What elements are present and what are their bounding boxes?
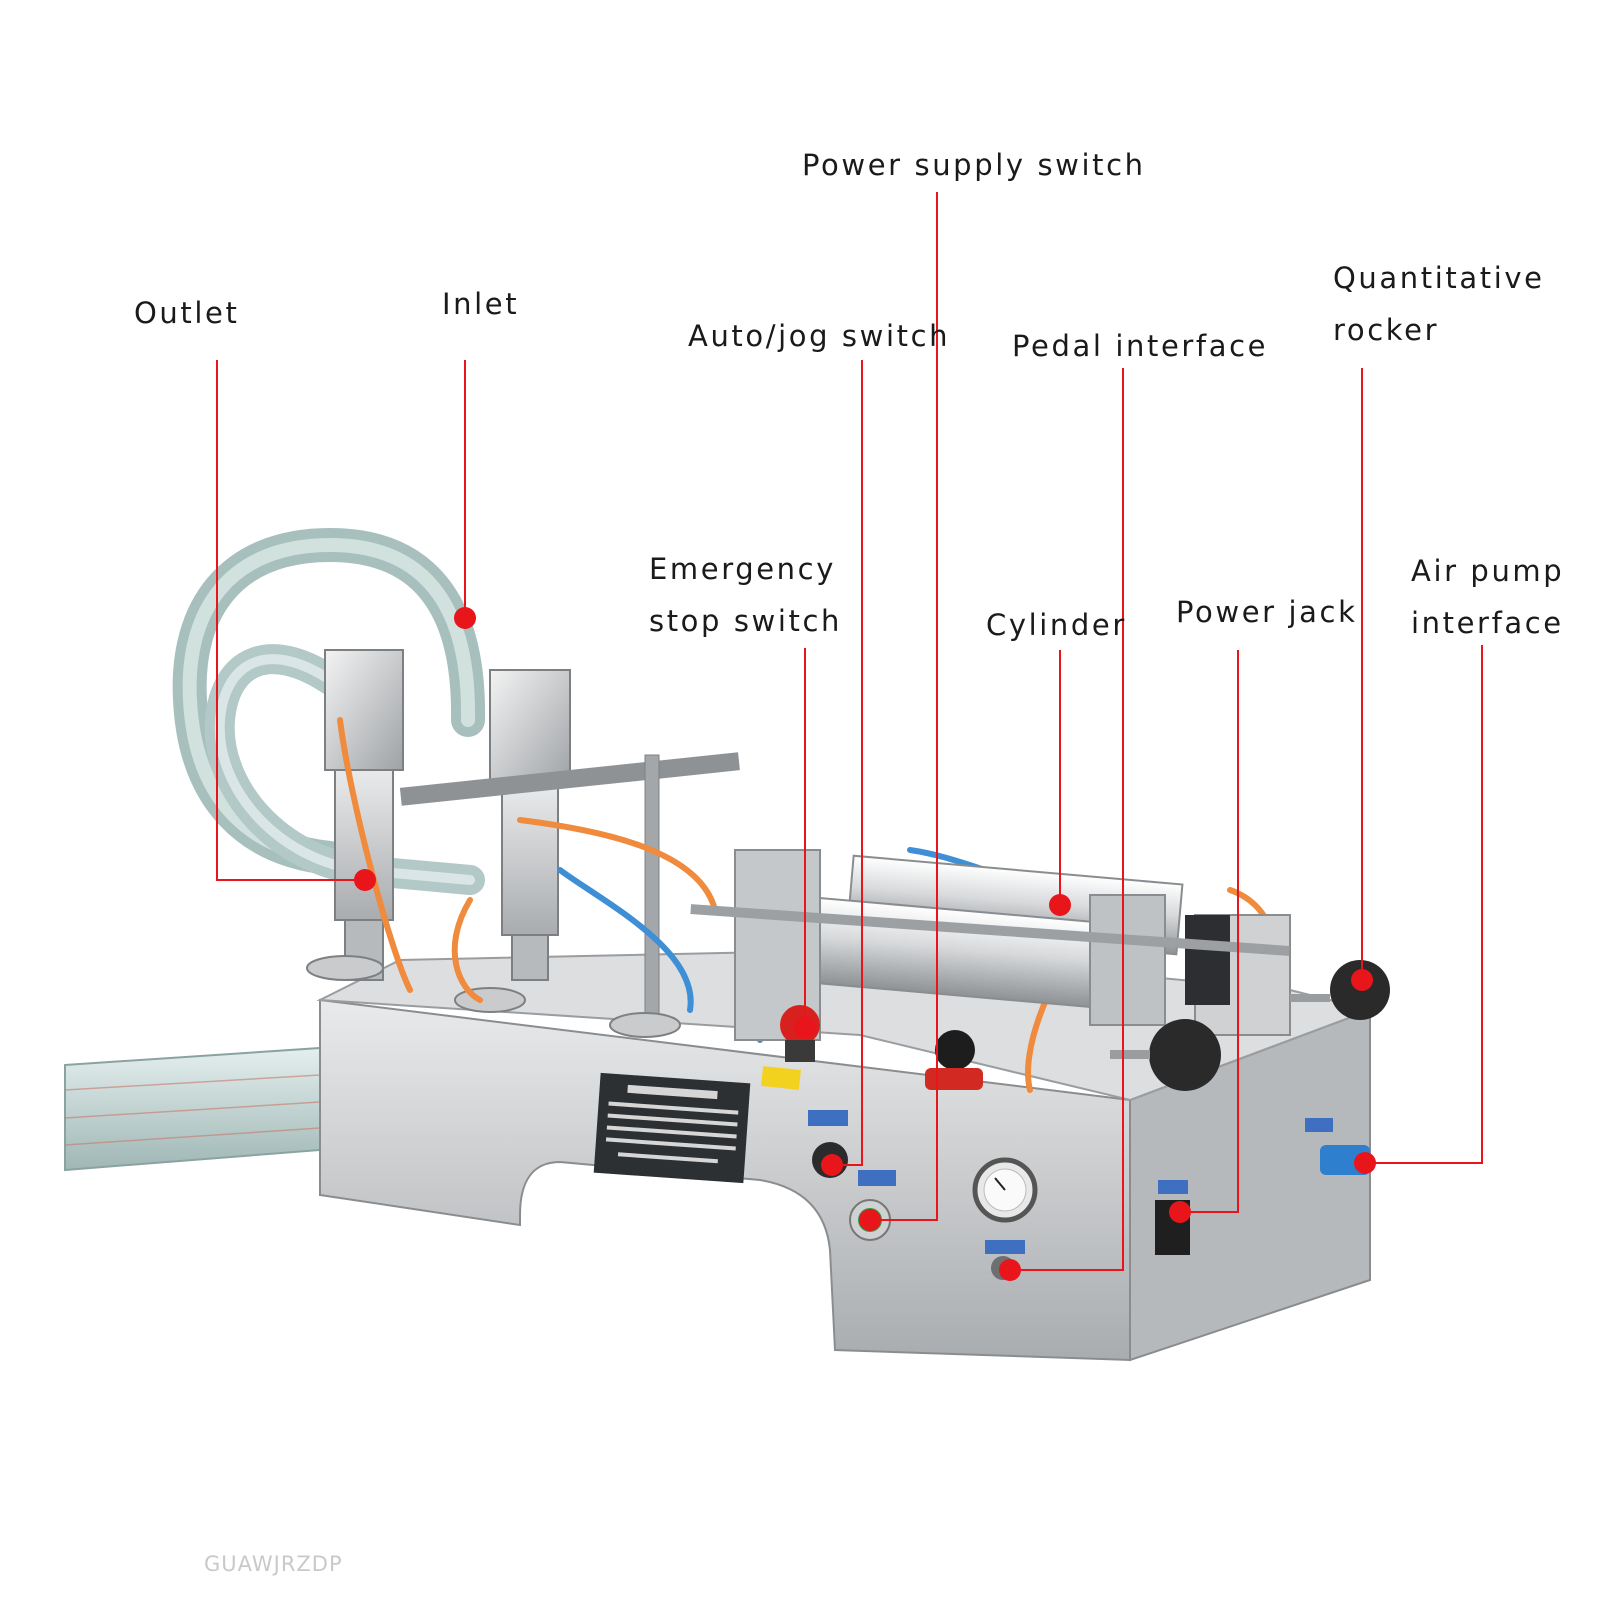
leader-air-pump-interface [1365,645,1483,1164]
label-line: Auto/jog switch [688,319,951,353]
dot-power-jack [1169,1201,1191,1223]
label-air-pump-interface: Air pump interface [1411,545,1564,649]
label-line: Emergency [649,552,836,586]
label-line: interface [1411,606,1564,640]
controls [761,960,1390,1280]
label-line: stop switch [649,604,843,638]
dot-emergency-stop-switch [794,1017,816,1039]
label-line: Air pump [1411,554,1565,588]
callout-dots [354,607,1376,1281]
leader-pedal-interface [1010,368,1124,1271]
label-auto-jog-switch: Auto/jog switch [688,310,950,362]
label-power-jack: Power jack [1176,586,1357,638]
dot-cylinder [1049,894,1071,916]
label-line: Pedal interface [1012,329,1269,363]
suction-hose [64,1046,321,1172]
label-cylinder: Cylinder [986,599,1127,651]
dot-quantitative-rocker [1351,969,1373,991]
label-line: Power supply switch [802,148,1146,182]
leader-power-supply-switch [870,192,938,1221]
coiled-hoses [172,527,486,895]
dot-auto-jog-switch [821,1154,843,1176]
dot-outlet [354,869,376,891]
dot-pedal-interface [999,1259,1021,1281]
label-line: Outlet [134,296,240,330]
label-line: Inlet [442,287,520,321]
dot-power-supply-switch [859,1209,881,1231]
label-quantitative-rocker: Quantitative rocker [1333,252,1545,356]
leader-outlet [216,360,365,881]
label-emergency-stop-switch: Emergency stop switch [649,543,842,647]
label-inlet: Inlet [442,278,519,330]
label-line: rocker [1333,313,1440,347]
leader-auto-jog-switch [832,360,863,1166]
watermark: GUAWJRZDP [204,1552,343,1576]
dot-air-pump-interface [1354,1152,1376,1174]
machine-base [316,948,1374,1362]
label-outlet: Outlet [134,287,239,339]
label-line: Cylinder [986,608,1127,642]
label-pedal-interface: Pedal interface [1012,320,1268,372]
label-line: Quantitative [1333,261,1545,295]
dot-inlet [454,607,476,629]
cylinders [690,849,1291,1041]
label-line: Power jack [1176,595,1358,629]
leader-power-jack [1180,650,1239,1213]
label-power-supply-switch: Power supply switch [802,139,1146,191]
